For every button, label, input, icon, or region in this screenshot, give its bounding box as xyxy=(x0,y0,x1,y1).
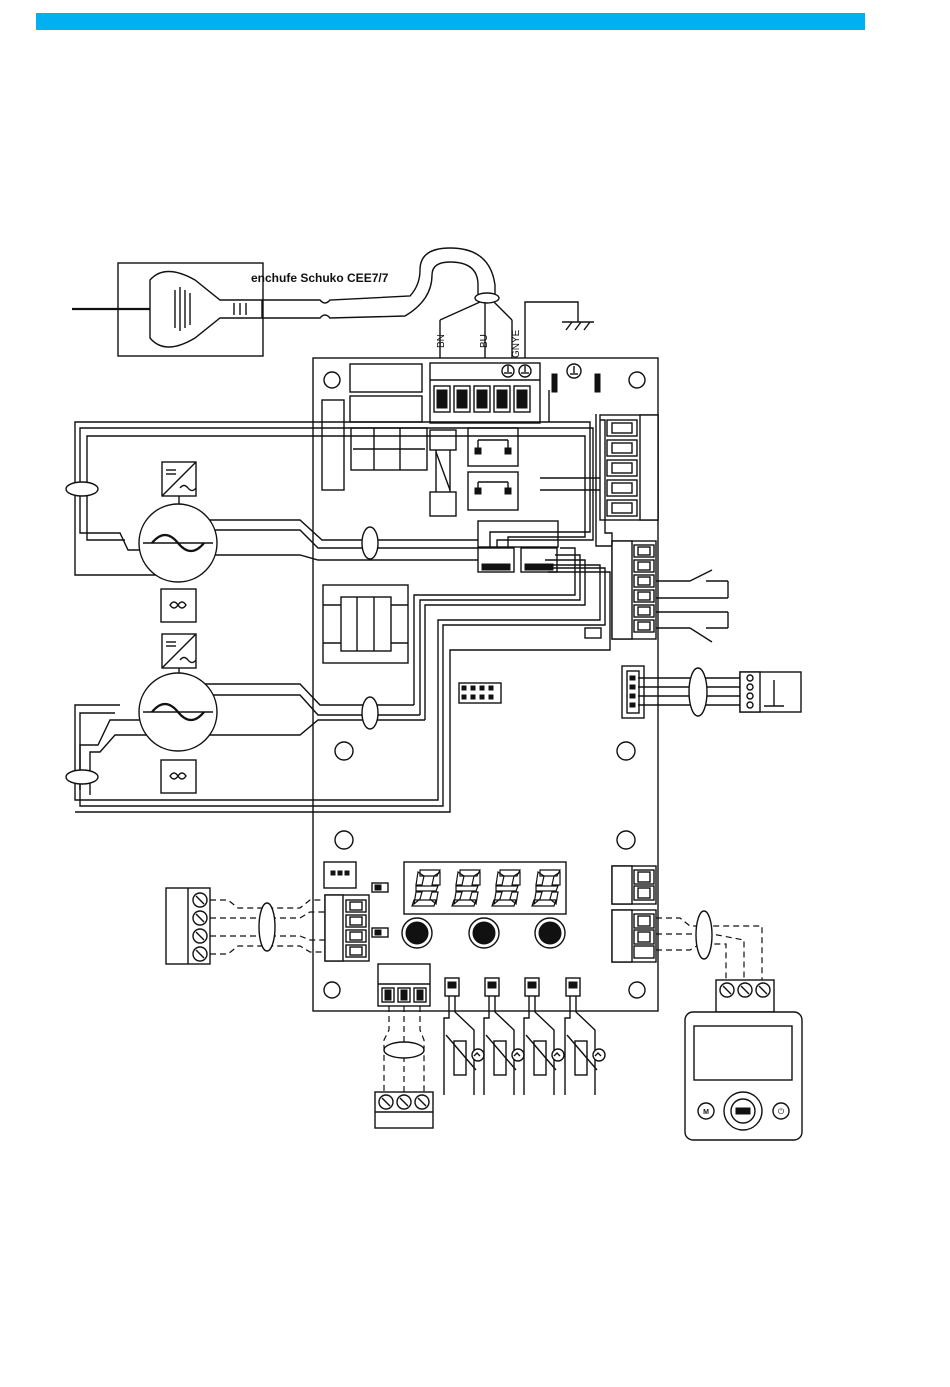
right-lower-terminals xyxy=(612,866,656,962)
controller-right-button-label: ⏻ xyxy=(778,1107,785,1116)
control-knobs xyxy=(402,918,565,948)
wire-label-bu: BU xyxy=(479,334,490,348)
dashed-wires-bottom xyxy=(384,1006,424,1095)
controller-left-button-label: M xyxy=(703,1109,709,1116)
external-left-terminal xyxy=(166,888,210,964)
plug-label: enchufe Schuko CEE7/7 xyxy=(251,271,389,285)
ground-symbol-icon xyxy=(525,302,594,362)
power-relay xyxy=(351,428,427,470)
wire-label-bn: BN xyxy=(436,334,447,348)
left-terminal-block xyxy=(325,895,369,961)
switch-terminal-block xyxy=(612,541,656,639)
dashed-wires-left xyxy=(210,900,325,954)
fan-2 xyxy=(139,634,217,793)
external-switch-contacts xyxy=(656,570,728,642)
small-jumper xyxy=(585,628,601,638)
mains-terminal-block xyxy=(430,363,540,423)
seven-segment-display xyxy=(404,862,566,914)
relay-block-2 xyxy=(350,396,422,422)
transformer xyxy=(323,585,408,663)
controller-screen xyxy=(694,1026,792,1080)
wire-label-gnye: GNYE xyxy=(511,329,522,358)
small-header-3pin xyxy=(324,862,356,888)
remote-controller xyxy=(685,1012,802,1140)
fan-1 xyxy=(139,462,217,622)
bottom-terminal-block xyxy=(378,964,430,1006)
side-component xyxy=(322,400,344,490)
controller-terminal xyxy=(716,980,774,1012)
external-bottom-terminal xyxy=(375,1092,433,1128)
schuko-plug xyxy=(72,263,263,356)
relay-block-1 xyxy=(350,364,422,392)
dashed-wires-right xyxy=(656,911,762,985)
output-terminal-block xyxy=(600,415,658,520)
pin-header xyxy=(459,683,501,703)
